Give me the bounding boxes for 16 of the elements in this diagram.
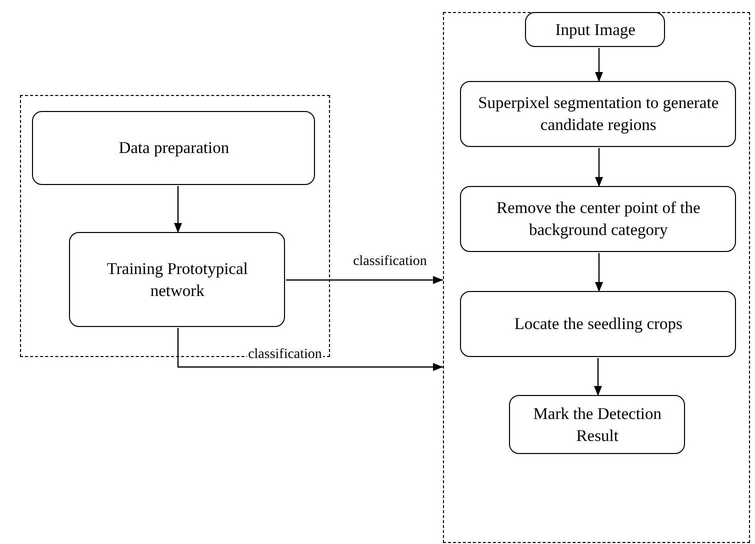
arrow xyxy=(286,276,443,284)
process-box: Locate the seedling crops xyxy=(460,291,736,358)
arrow xyxy=(595,148,603,187)
dashed-group-frame xyxy=(443,12,750,543)
arrow xyxy=(595,48,603,82)
arrow xyxy=(177,328,443,371)
process-box: Mark the Detection Result xyxy=(509,395,686,454)
dashed-group-frame xyxy=(20,95,330,357)
process-box: Remove the center point of the background category xyxy=(460,186,736,252)
process-box: Data preparation xyxy=(32,111,316,186)
arrow xyxy=(594,358,602,396)
arrow xyxy=(174,186,182,233)
process-box: Input Image xyxy=(525,12,666,48)
process-box: Superpixel segmentation to generate candidate regions xyxy=(460,81,736,148)
arrow xyxy=(595,253,603,292)
process-box: Training Prototypical network xyxy=(69,232,286,328)
